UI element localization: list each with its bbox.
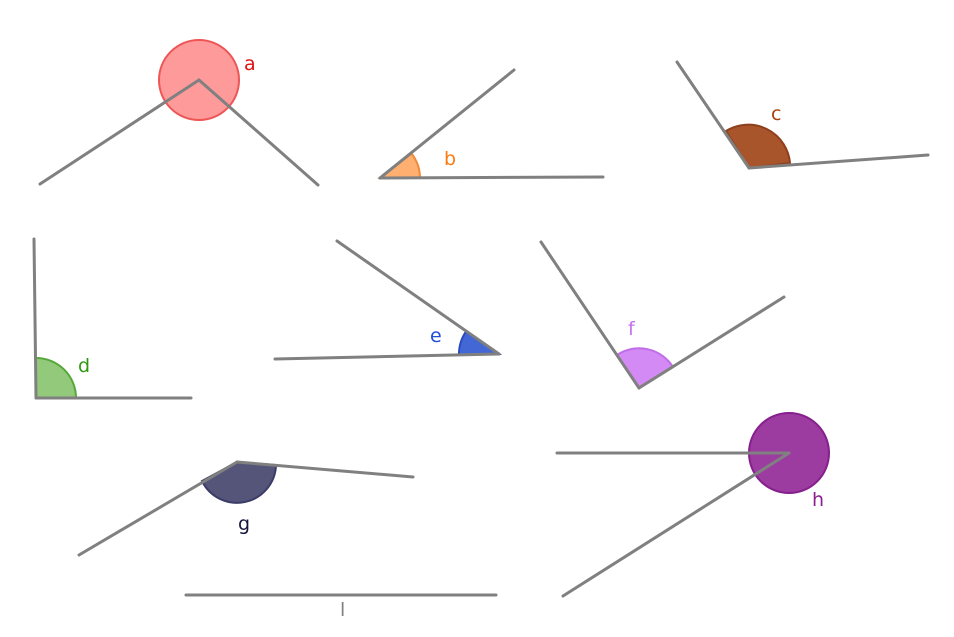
angle-c-marker [724, 123, 792, 170]
angle-a-ray-right [197, 78, 320, 187]
angle-e-label: e [430, 325, 442, 347]
angle-c-ray-right [747, 153, 930, 170]
angle-h-label: h [812, 489, 824, 511]
segment-l: l [184, 593, 498, 621]
angle-c-ray-upper [675, 60, 751, 170]
angle-f-label: f [628, 318, 636, 340]
angle-g-marker [200, 460, 278, 504]
angle-f-ray-left [539, 240, 641, 390]
angle-b-ray-upper [378, 68, 516, 180]
angle-c: c [675, 60, 930, 170]
angle-f: f [539, 240, 786, 390]
angle-a: a [38, 39, 320, 187]
angle-h: h [555, 412, 830, 598]
angle-a-label: a [244, 53, 256, 75]
angle-a-ray-left [38, 78, 201, 186]
segment-l-label: l [340, 599, 345, 621]
angle-d: d [32, 237, 193, 400]
angle-e-ray-upper [335, 239, 501, 356]
angle-g: g [77, 460, 415, 557]
angle-f-marker [615, 347, 675, 390]
angle-c-label: c [771, 103, 781, 125]
angle-h-ray-lower [561, 451, 791, 598]
angle-b: b [377, 68, 605, 180]
angle-d-label: d [78, 355, 90, 377]
angle-b-ray-lower [378, 175, 605, 180]
angle-b-label: b [444, 148, 456, 170]
angle-f-ray-right [637, 295, 786, 390]
angle-g-ray-left [77, 460, 239, 557]
angle-g-ray-right [235, 460, 415, 479]
angle-e-ray-lower [273, 352, 501, 361]
angle-d-ray-vertical [32, 237, 38, 400]
angle-d-marker [35, 356, 78, 399]
angle-g-label: g [238, 513, 250, 535]
angle-e: e [273, 239, 503, 361]
